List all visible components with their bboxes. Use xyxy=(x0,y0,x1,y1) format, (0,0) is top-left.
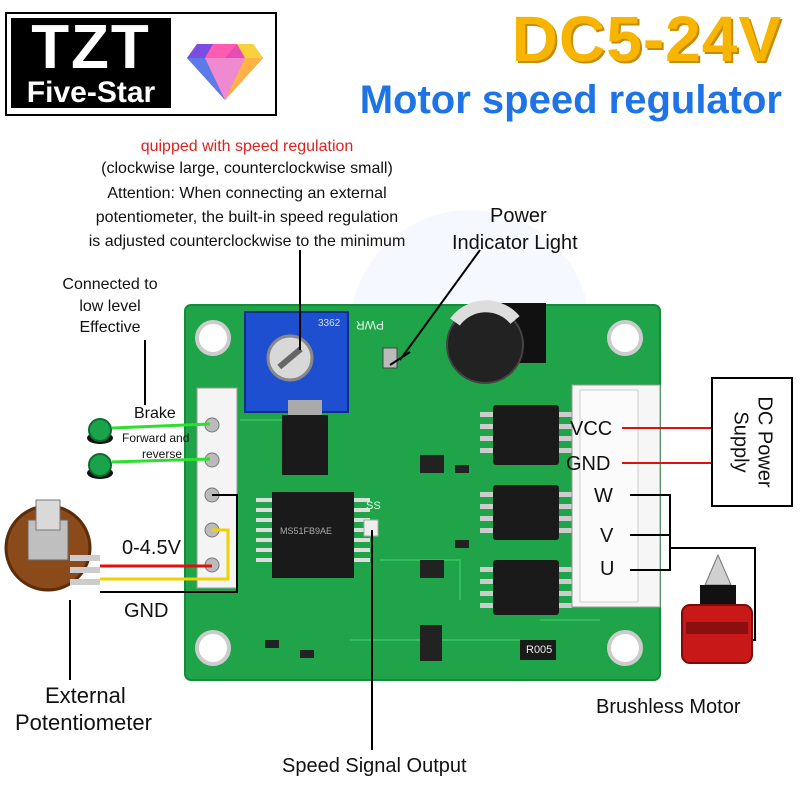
w-label: W xyxy=(594,485,613,507)
mcu-chip xyxy=(272,492,354,578)
note-line-1: quipped with speed regulation xyxy=(140,138,354,155)
pwr-silkscreen: PWR xyxy=(356,318,384,332)
gnd-left-label: GND xyxy=(124,600,169,622)
ss-silkscreen: SS xyxy=(366,500,381,512)
note-line-2: (clockwise large, counterclockwise small… xyxy=(101,160,393,177)
dc-power-label-2: Supply xyxy=(729,411,752,473)
note-line-5: is adjusted counterclockwise to the mini… xyxy=(88,233,406,250)
logo-text-block: TZT Five-Star xyxy=(11,13,171,109)
mosfet-chip xyxy=(493,405,559,465)
power-indicator-label-2: Indicator Light xyxy=(452,232,578,254)
forward-reverse-label-1: Forward and xyxy=(122,431,190,445)
brushless-motor-icon xyxy=(681,553,753,664)
connected-low-label-1: Connected to xyxy=(62,276,158,293)
diamond-icon xyxy=(187,44,263,100)
forward-reverse-label-2: reverse xyxy=(142,447,183,461)
brake-label: Brake xyxy=(134,405,176,422)
vcc-label: VCC xyxy=(570,418,613,440)
power-indicator-label-1: Power xyxy=(490,205,547,227)
brand-logo: TZT Five-Star xyxy=(5,12,277,116)
mosfet-chip xyxy=(493,485,559,540)
direction-switch-icon xyxy=(87,453,113,479)
external-pot-label-2: Potentiometer xyxy=(15,710,152,735)
left-terminal-header xyxy=(196,387,238,589)
note-line-4: potentiometer, the built-in speed regula… xyxy=(95,209,399,226)
pot-code: 3362 xyxy=(318,318,341,329)
brushless-motor-label: Brushless Motor xyxy=(596,696,741,718)
voltage-range-label: 0-4.5V xyxy=(122,537,181,559)
speed-output-label: Speed Signal Output xyxy=(282,755,467,777)
page-title: DC5-24V xyxy=(511,3,782,75)
mosfet-chip xyxy=(493,560,559,615)
external-pot-label-1: External xyxy=(45,683,126,708)
v-label: V xyxy=(600,525,614,547)
shunt-resistor xyxy=(520,640,556,660)
capacitor-text: 100 35V VT xyxy=(462,338,508,366)
brake-switch-icon xyxy=(87,418,113,444)
logo-brand-text: TZT xyxy=(31,13,151,82)
external-potentiometer-icon xyxy=(4,499,100,592)
logo-sub-text: Five-Star xyxy=(26,76,156,109)
connected-low-label-3: Effective xyxy=(79,319,141,336)
gnd-right-label: GND xyxy=(566,453,611,475)
u-label: U xyxy=(600,558,615,580)
connected-low-label-2: low level xyxy=(79,298,141,315)
dc-power-label-1: DC Power xyxy=(753,396,776,488)
dc-power-supply-box xyxy=(711,377,793,507)
page-subtitle: Motor speed regulator xyxy=(359,78,782,122)
mcu-text: MS51FB9AE xyxy=(280,526,333,536)
resistor-code: R005 xyxy=(526,644,553,656)
note-line-3: Attention: When connecting an external xyxy=(107,185,387,202)
dc-power-supply-label: DC Power Supply xyxy=(712,378,792,506)
